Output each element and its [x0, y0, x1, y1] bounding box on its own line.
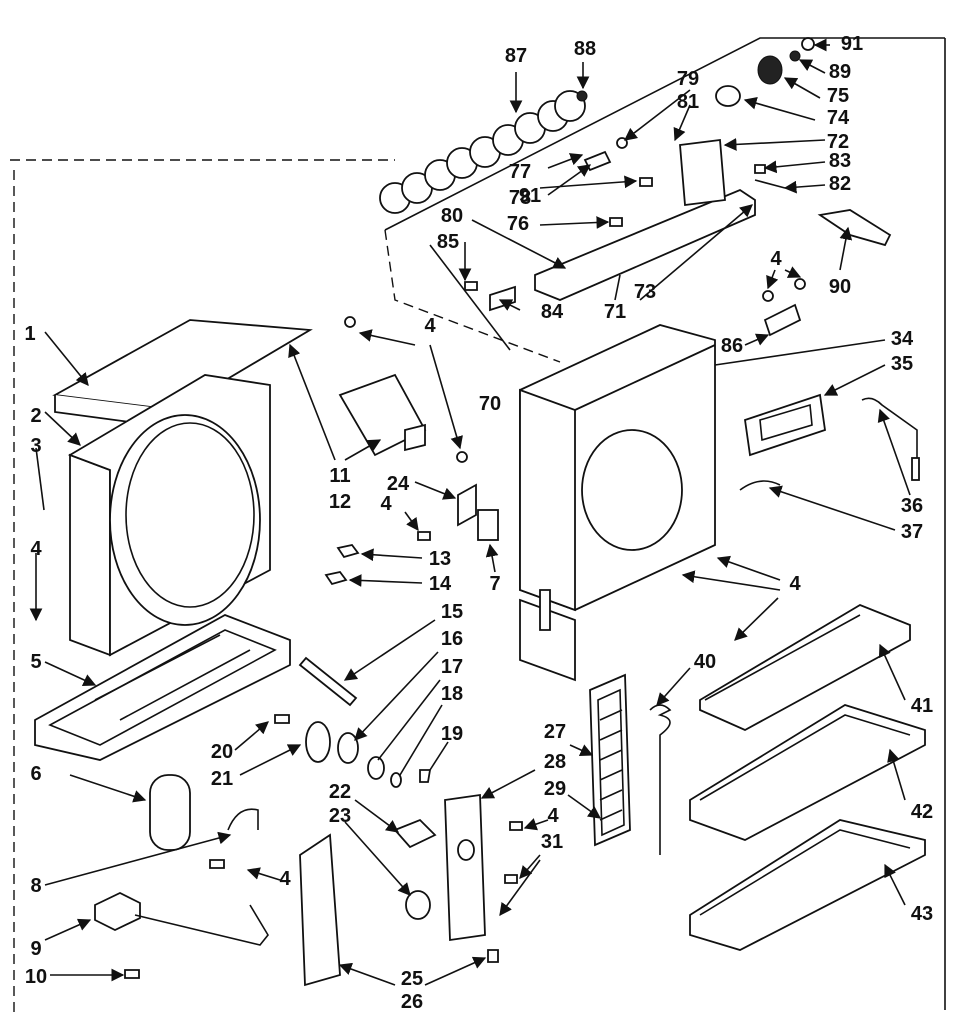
- callout-41: 41: [911, 695, 933, 717]
- callout-82: 82: [829, 173, 851, 195]
- callout-4-control: 4: [547, 805, 559, 827]
- base-pan-part: [34, 614, 291, 761]
- callout-17: 17: [441, 656, 463, 678]
- callout-87: 87: [505, 45, 527, 67]
- callout-26: 26: [401, 991, 423, 1013]
- callout-71: 71: [604, 301, 626, 323]
- callout-15: 15: [441, 601, 463, 623]
- callout-2: 2: [30, 405, 41, 427]
- control-panel-parts: [299, 793, 523, 987]
- callout-4-bracket-top: 4: [424, 315, 436, 337]
- callout-29: 29: [544, 778, 566, 800]
- callout-21: 21: [211, 768, 233, 790]
- callout-3: 3: [30, 435, 41, 457]
- callout-8: 8: [30, 875, 41, 897]
- callout-27: 27: [544, 721, 566, 743]
- callout-6: 6: [30, 763, 41, 785]
- callout-75: 75: [827, 85, 849, 107]
- callout-20: 20: [211, 741, 233, 763]
- small-parts: [324, 483, 499, 586]
- callout-16: 16: [441, 628, 463, 650]
- callout-90: 90: [829, 276, 851, 298]
- callout-25: 25: [401, 968, 423, 990]
- callout-89: 89: [829, 61, 851, 83]
- callout-13: 13: [429, 548, 451, 570]
- shaft-and-motor-parts: [274, 656, 432, 788]
- top-assembly-parts: [379, 37, 892, 337]
- callout-70: 70: [479, 393, 501, 415]
- motor-and-cord-parts: [94, 774, 269, 979]
- callout-19: 19: [441, 723, 463, 745]
- callout-88: 88: [574, 38, 596, 60]
- callout-34: 34: [891, 328, 914, 350]
- callout-28: 28: [544, 751, 566, 773]
- callout-10: 10: [25, 966, 47, 988]
- callout-11: 11: [329, 465, 350, 487]
- callout-22: 22: [329, 781, 351, 803]
- callout-43: 43: [911, 903, 933, 925]
- filter-part: [589, 673, 631, 847]
- callout-42: 42: [911, 801, 933, 823]
- callout-78: 78: [509, 187, 531, 209]
- callout-9: 9: [30, 938, 41, 960]
- callout-86: 86: [721, 335, 743, 357]
- callout-77: 77: [509, 161, 531, 183]
- callout-85: 85: [437, 231, 459, 253]
- callout-7: 7: [489, 573, 500, 595]
- callout-91-top: 91: [841, 33, 863, 55]
- callout-40: 40: [694, 651, 716, 673]
- callout-35: 35: [891, 353, 913, 375]
- callout-79: 79: [677, 68, 699, 90]
- callout-5: 5: [30, 651, 41, 673]
- callout-76: 76: [507, 213, 529, 235]
- callout-73: 73: [634, 281, 656, 303]
- callout-81: 81: [677, 91, 699, 113]
- callout-4-top-right: 4: [770, 248, 782, 270]
- callout-74: 74: [827, 107, 850, 129]
- callout-1: 1: [24, 323, 35, 345]
- callout-12: 12: [329, 491, 351, 513]
- assembly-borders: [10, 37, 946, 1012]
- callout-4: 4: [30, 538, 42, 560]
- callout-31: 31: [541, 831, 563, 853]
- front-grille-part: [52, 319, 313, 657]
- callout-91-middle: 91: [519, 185, 541, 207]
- callout-4-motor: 4: [279, 868, 291, 890]
- callout-84: 84: [541, 301, 564, 323]
- housing-part: [519, 324, 716, 682]
- callout-23: 23: [329, 805, 351, 827]
- trays: [689, 603, 926, 951]
- callout-24: 24: [387, 473, 410, 495]
- callout-18: 18: [441, 683, 463, 705]
- callout-83: 83: [829, 150, 851, 172]
- callout-labels: 1 2 3 4 5 6 7 8 9 10 11 12 13 14 15 16 1…: [24, 33, 933, 1013]
- leader-lines: [29, 38, 911, 986]
- callout-80: 80: [441, 205, 463, 227]
- callout-36: 36: [901, 495, 923, 517]
- callout-4-bracket-mid: 4: [380, 493, 392, 515]
- callout-72: 72: [827, 131, 849, 153]
- bracket-part: [338, 316, 468, 463]
- callout-4-housing: 4: [789, 573, 801, 595]
- callout-37: 37: [901, 521, 923, 543]
- callout-14: 14: [429, 573, 452, 595]
